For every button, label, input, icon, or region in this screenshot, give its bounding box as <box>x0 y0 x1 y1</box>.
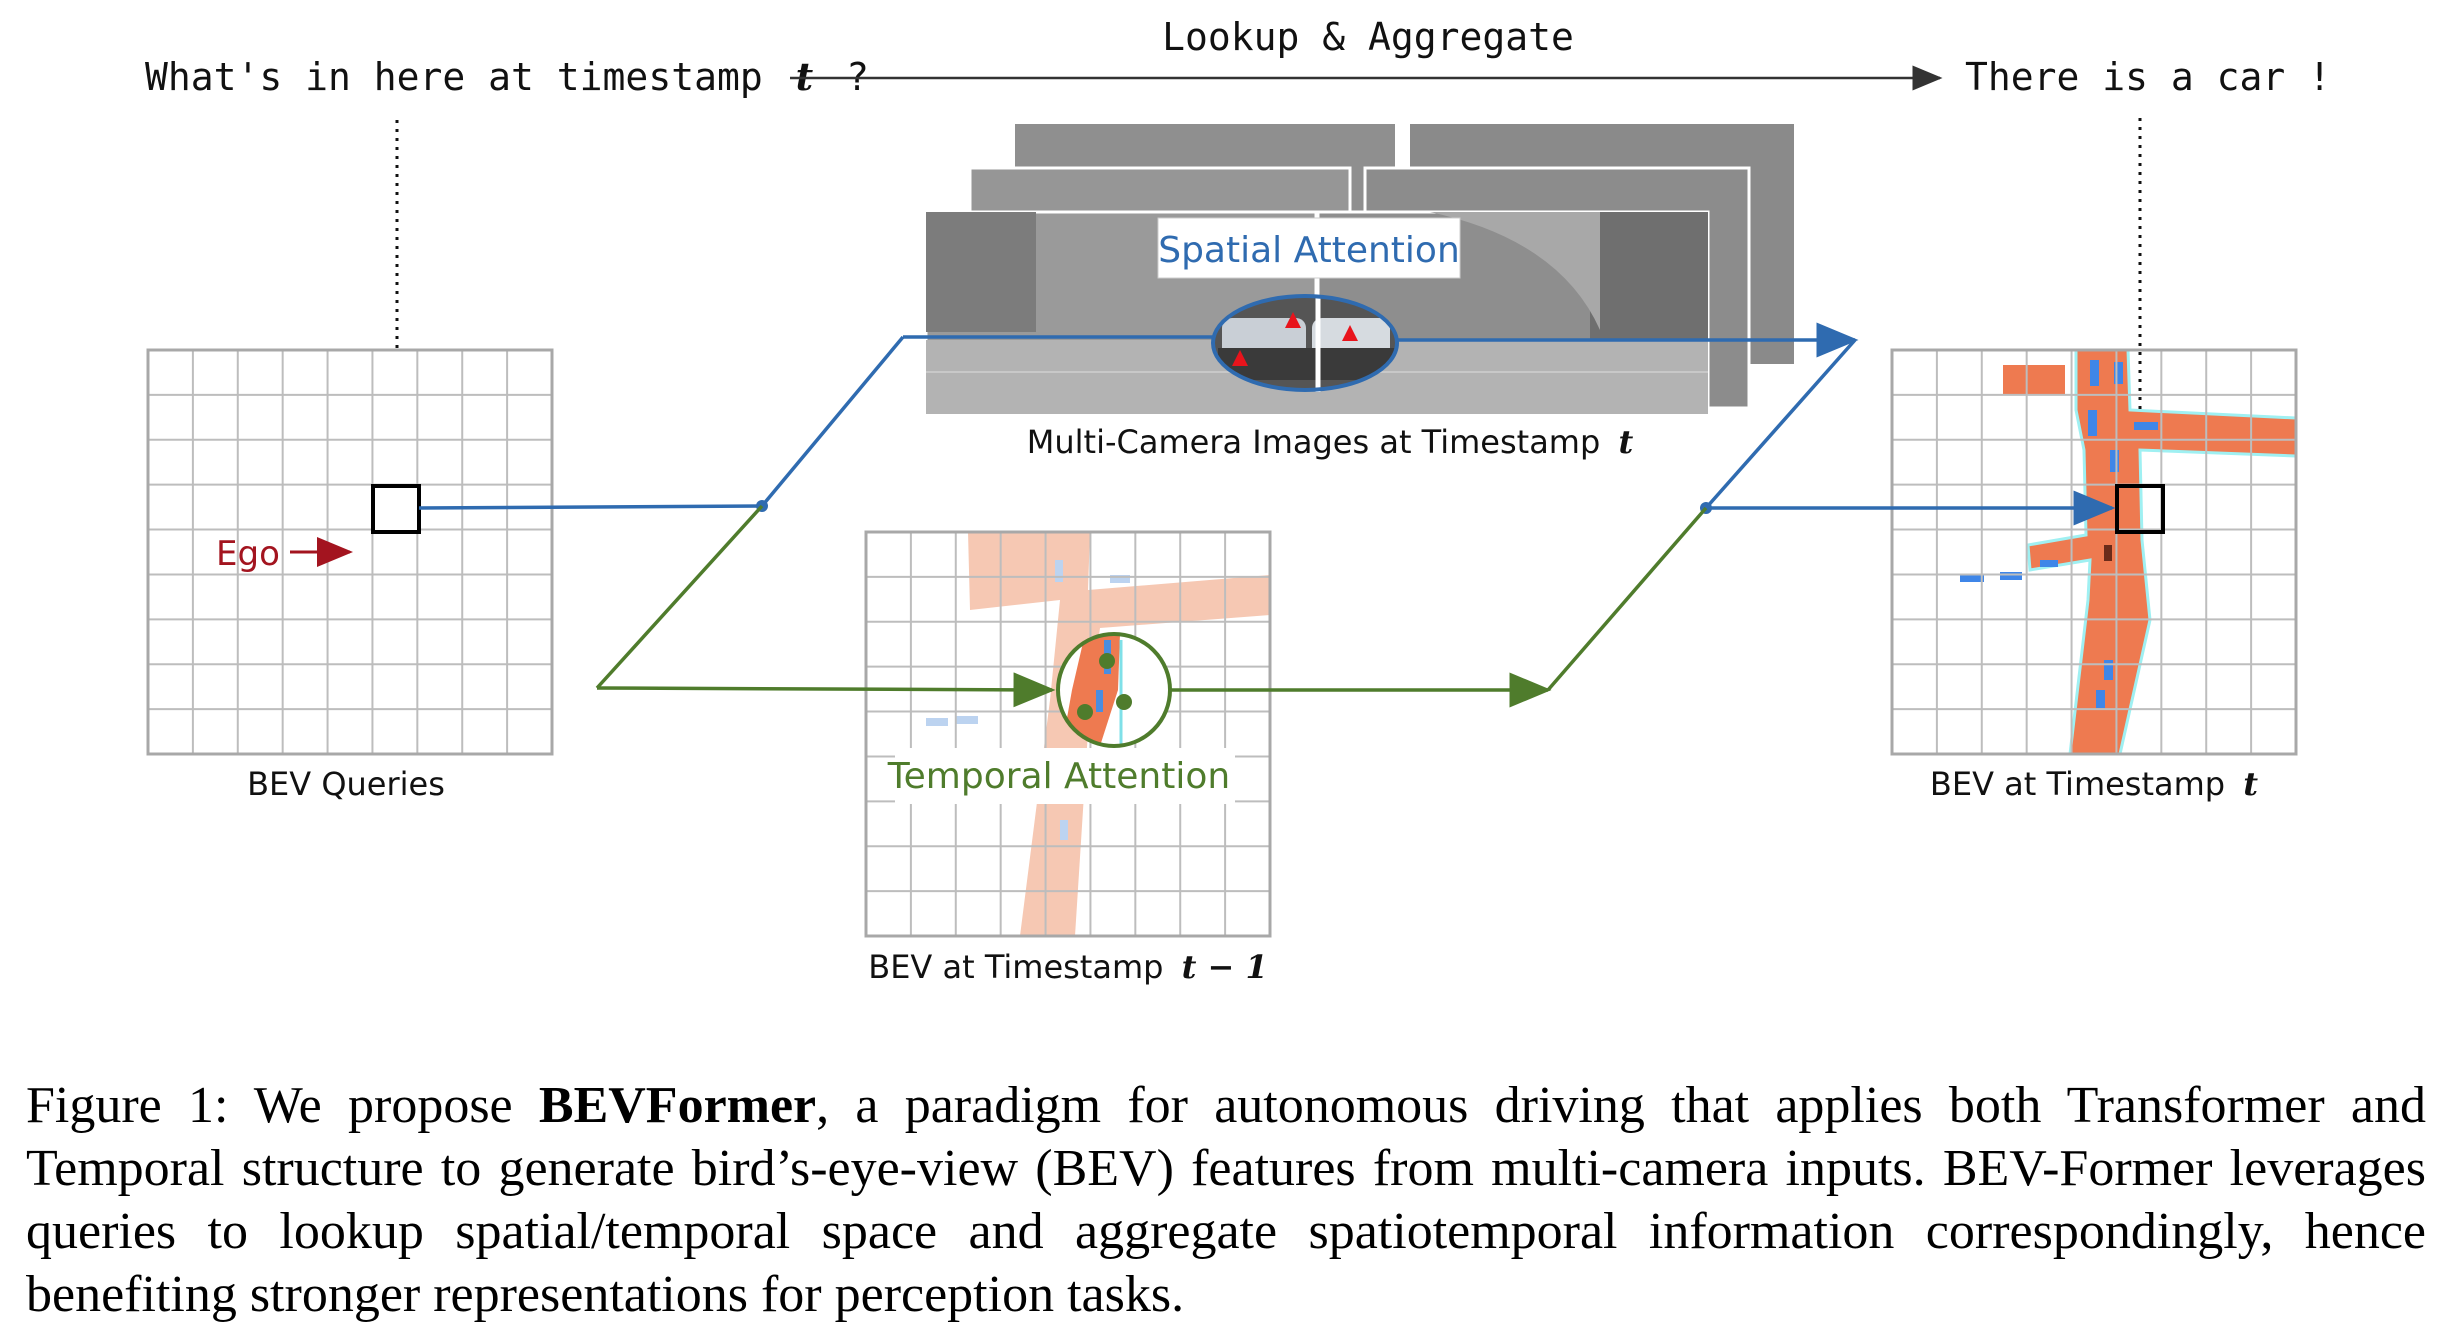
lookup-aggregate-label: Lookup & Aggregate <box>1162 15 1574 59</box>
bev-prev-grid <box>864 530 1272 938</box>
bev-now-grid <box>1890 348 2298 756</box>
figure-caption: Figure 1: We propose BEVFormer, a paradi… <box>26 1074 2426 1326</box>
answer-cell <box>2115 484 2165 534</box>
temporal-attention-box <box>895 748 1235 804</box>
bevformer-figure: What's in here at timestamp t ? Lookup &… <box>145 15 2331 986</box>
spatial-path <box>418 322 2116 526</box>
bev-prev-label: BEV at Timestamp t − 1 <box>868 948 1268 986</box>
ego-label: Ego <box>216 534 280 574</box>
bev-now-label: BEV at Timestamp t <box>1930 765 2258 803</box>
query-cell <box>371 484 421 534</box>
temporal-path <box>595 504 1708 708</box>
bev-prev-map <box>926 532 1270 936</box>
spatial-attention-oval <box>1211 294 1399 392</box>
spatial-attention-box <box>1157 217 1461 279</box>
multi-camera-label: Multi-Camera Images at Timestamp t <box>1027 423 1634 461</box>
bev-now-map <box>1960 350 2296 754</box>
spatial-attention-label: Spatial Attention <box>1158 230 1460 271</box>
caption-model-name: BEVFormer <box>538 1077 817 1134</box>
temporal-attention-circle <box>1056 632 1172 748</box>
multi-camera-images: Spatial Attention <box>924 124 1794 416</box>
caption-body: , a paradigm for autonomous driving that… <box>26 1077 2427 1323</box>
bev-queries-label: BEV Queries <box>247 765 445 803</box>
temporal-attention-label: Temporal Attention <box>887 756 1230 797</box>
answer-label: There is a car ! <box>1965 55 2331 99</box>
caption-prefix: Figure 1: We propose <box>26 1077 539 1134</box>
top-left-question: What's in here at timestamp t ? <box>145 54 869 99</box>
